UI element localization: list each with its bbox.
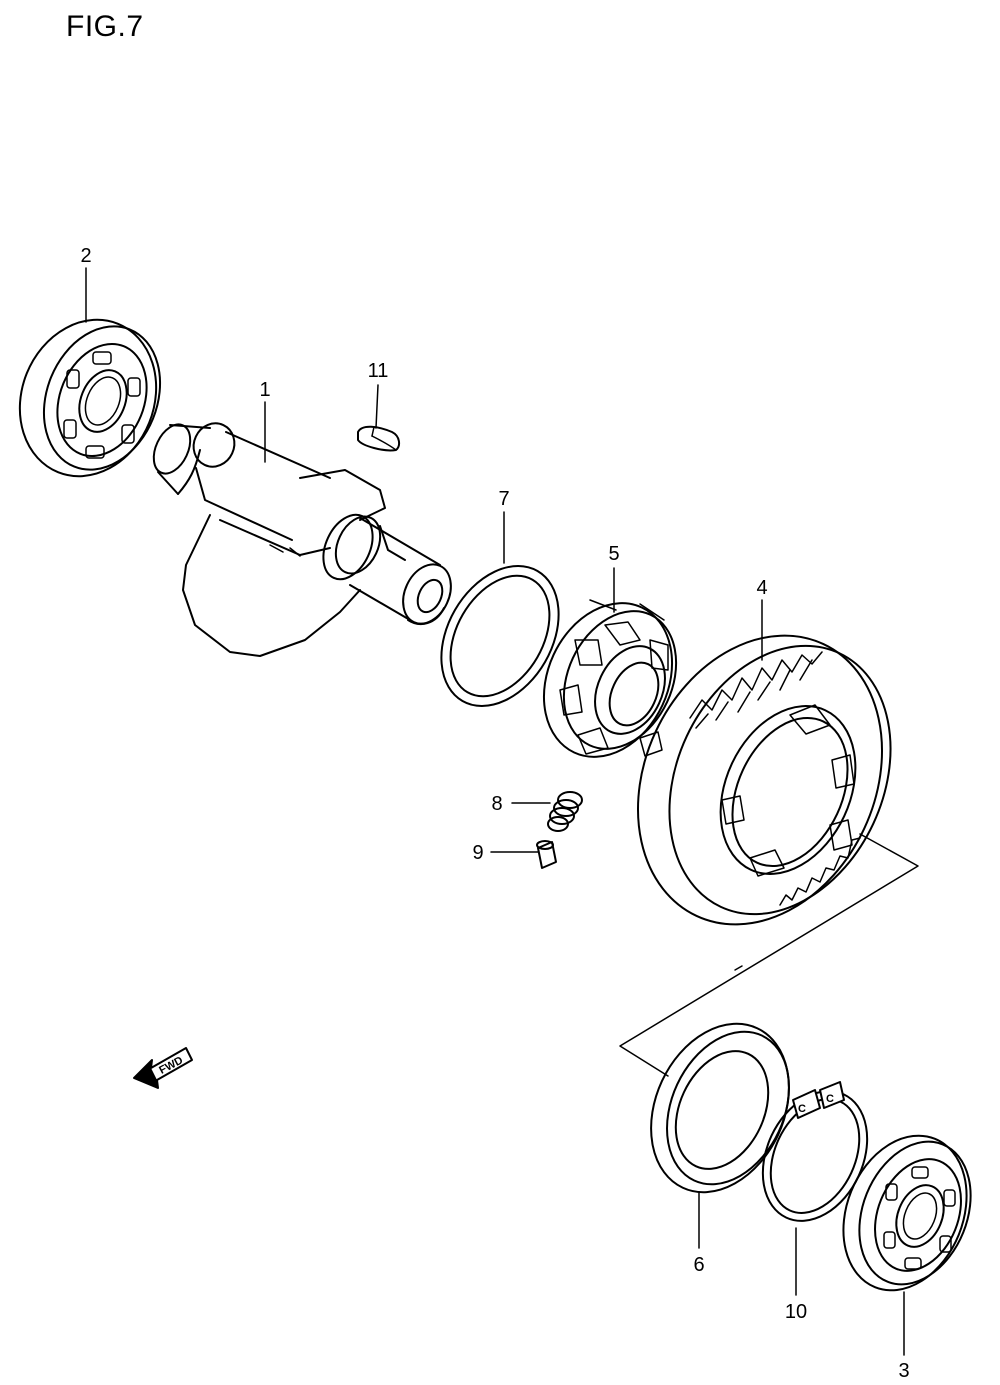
washer-part-6: [650, 1022, 790, 1194]
callout-10: 10: [785, 1301, 807, 1323]
callout-8: 8: [491, 793, 502, 815]
callout-5: 5: [608, 543, 619, 565]
key-part-11: [357, 425, 401, 452]
callout-11: 11: [368, 360, 389, 382]
callout-6: 6: [693, 1254, 704, 1276]
pin-part-9: [536, 840, 557, 869]
callout-1: 1: [259, 379, 270, 401]
bearing-part-2: [18, 318, 162, 478]
circlip-part-10: C C: [761, 1081, 869, 1222]
callout-7: 7: [498, 488, 509, 510]
leader-lines: [85, 267, 905, 1356]
bearing-part-3: [842, 1134, 972, 1292]
callout-4: 4: [756, 577, 767, 599]
balancer-shaft-part-1: [152, 422, 452, 657]
svg-text:C: C: [826, 1093, 834, 1105]
damper-hub-part-5: [542, 599, 678, 758]
callout-9: 9: [472, 842, 483, 864]
leader-11: [375, 384, 379, 429]
callout-labels: 2 1 11 7 5 4 8 9 6 10 3: [80, 245, 909, 1382]
fwd-arrow-icon: FWD: [133, 1047, 193, 1089]
spring-part-8: [547, 791, 583, 832]
callout-2: 2: [80, 245, 91, 267]
gear-part-4: [637, 634, 892, 926]
callout-3: 3: [898, 1360, 909, 1382]
fwd-label: FWD: [157, 1054, 185, 1076]
washer-part-7: [440, 565, 560, 707]
svg-text:C: C: [798, 1103, 806, 1115]
figure-title: FIG.7: [66, 10, 144, 43]
assembly-guide-lines: [619, 833, 919, 1077]
